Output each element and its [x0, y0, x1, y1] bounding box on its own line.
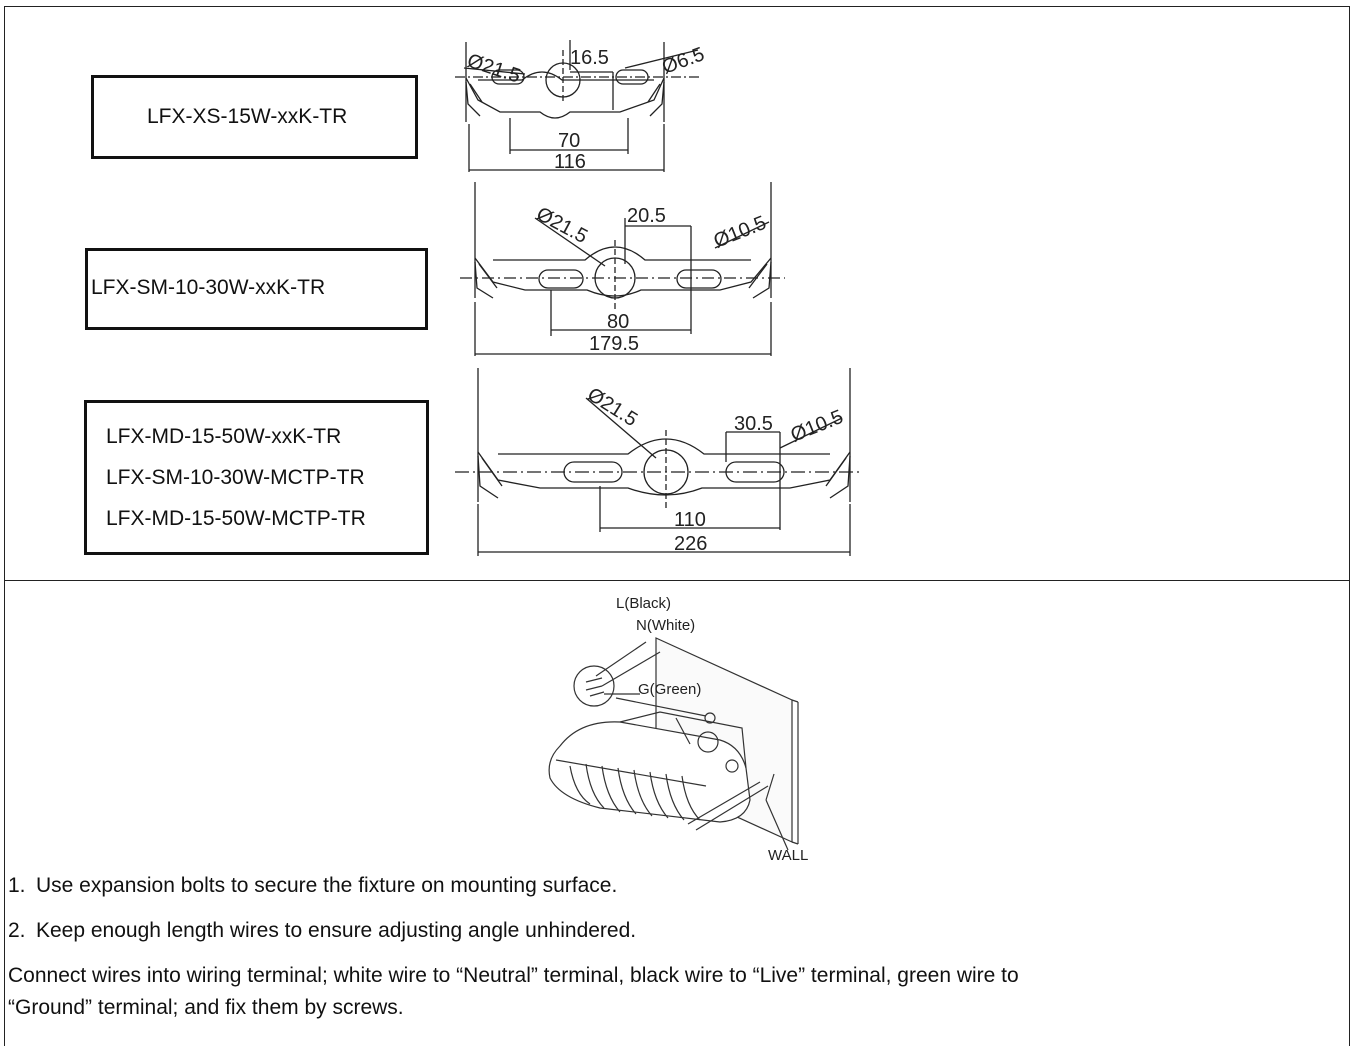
wiring-note-line-2: “Ground” terminal; and fix them by screw…	[8, 996, 404, 1019]
wiring-note: Connect wires into wiring terminal; whit…	[8, 960, 1338, 1024]
dim-overall: 179.5	[589, 333, 639, 355]
model-label: LFX-SM-10-30W-xxK-TR	[91, 276, 326, 299]
dim-slot-offset: 16.5	[570, 47, 609, 69]
model-label-box-3: LFX-MD-15-50W-xxK-TR LFX-SM-10-30W-MCTP-…	[84, 400, 429, 555]
installation-instructions: 1. Use expansion bolts to secure the fixt…	[8, 870, 1338, 1024]
model-label: LFX-XS-15W-xxK-TR	[147, 105, 348, 128]
model-label-box-2: LFX-SM-10-30W-xxK-TR	[85, 248, 428, 330]
dim-hole-large: Ø21.5	[583, 384, 641, 432]
row-divider	[4, 580, 1350, 581]
step-number: 2.	[8, 919, 26, 942]
dim-hole-small: Ø6.5	[659, 43, 707, 79]
dim-slot-offset: 20.5	[627, 205, 666, 227]
table-frame	[4, 6, 1350, 1046]
step-text: Keep enough length wires to ensure adjus…	[36, 919, 637, 942]
dim-slot-offset: 30.5	[734, 413, 773, 435]
ground-wire-label: G(Green)	[638, 681, 701, 698]
dim-inner: 70	[558, 130, 580, 152]
wiring-diagram: L(Black) N(White) G(Green) WALL	[548, 595, 808, 864]
wall-label: WALL	[768, 847, 808, 864]
wiring-note-line-1: Connect wires into wiring terminal; whit…	[8, 964, 1019, 987]
dim-hole-small: Ø10.5	[711, 212, 770, 253]
dim-hole-large: Ø21.5	[533, 203, 591, 248]
step-text: Use expansion bolts to secure the fixtur…	[36, 874, 618, 897]
bracket-drawing-2: Ø21.5 20.5 Ø10.5 80 179.5	[460, 182, 785, 356]
dim-inner: 110	[674, 509, 706, 531]
instruction-step-2: 2. Keep enough length wires to ensure adj…	[8, 915, 1338, 947]
bracket-drawing-1: Ø21.5 16.5 Ø6.5 70 116	[455, 40, 707, 173]
dim-overall: 226	[674, 533, 707, 555]
dim-hole-small: Ø10.5	[788, 406, 847, 447]
dim-overall: 116	[554, 151, 586, 173]
model-label: LFX-MD-15-50W-xxK-TR	[106, 425, 342, 448]
bracket-drawing-3: Ø21.5 30.5 Ø10.5 110 226	[455, 368, 862, 556]
model-label: LFX-MD-15-50W-MCTP-TR	[106, 507, 366, 530]
neutral-wire-label: N(White)	[636, 617, 695, 634]
model-label: LFX-SM-10-30W-MCTP-TR	[106, 466, 365, 489]
step-number: 1.	[8, 874, 26, 897]
dim-inner: 80	[607, 311, 629, 333]
instruction-step-1: 1. Use expansion bolts to secure the fixt…	[8, 870, 1338, 902]
model-label-box-1: LFX-XS-15W-xxK-TR	[91, 75, 418, 159]
live-wire-label: L(Black)	[616, 595, 671, 612]
